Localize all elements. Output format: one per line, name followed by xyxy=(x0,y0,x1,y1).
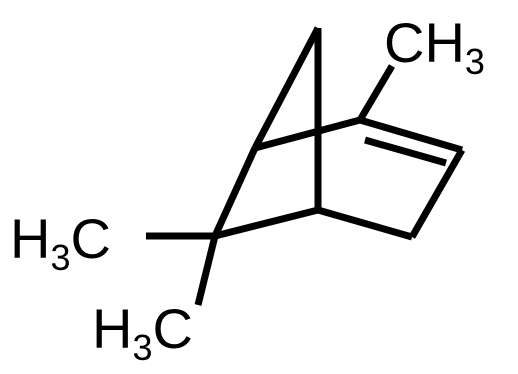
methyl-left-upper-label: H3C xyxy=(10,207,111,278)
bond-ring-right xyxy=(408,148,466,239)
bond-double-outer xyxy=(359,116,463,154)
bond-quaternary-to-upper xyxy=(211,146,259,238)
bond-ring-bottom-right xyxy=(317,206,413,241)
bond-bridgehead-to-quaternary xyxy=(214,206,319,240)
bond-double-inner xyxy=(364,136,447,167)
bond-left-upper-to-alkene xyxy=(254,116,361,152)
bond-methyl-left-lower xyxy=(194,235,219,306)
methyl-left-lower-label: H3C xyxy=(92,297,193,368)
bond-skeleton xyxy=(146,26,466,306)
methyl-top-label: CH3 xyxy=(384,11,485,82)
bond-bridge-top-left xyxy=(251,26,322,150)
bond-methyl-top xyxy=(356,64,396,122)
